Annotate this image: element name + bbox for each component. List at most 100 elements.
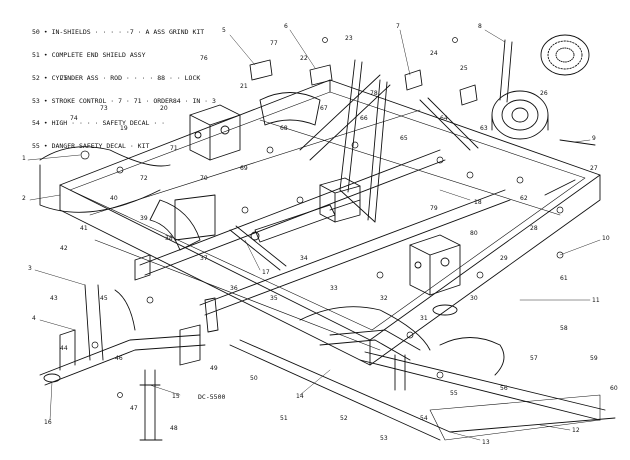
fasteners <box>80 37 564 398</box>
part-callout-66: 66 <box>360 115 368 122</box>
part-callout-29: 29 <box>500 255 508 262</box>
hydraulic-cylinder <box>250 199 361 243</box>
part-callout-58: 58 <box>560 325 568 332</box>
part-callout-75: 75 <box>60 75 68 82</box>
part-callout-52: 52 <box>340 415 348 422</box>
part-callout-22: 22 <box>300 55 308 62</box>
part-callout-23: 23 <box>345 35 353 42</box>
part-callout-42: 42 <box>60 245 68 252</box>
part-callout-79: 79 <box>430 205 438 212</box>
part-callout-9: 9 <box>592 135 596 142</box>
part-callout-65: 65 <box>400 135 408 142</box>
cross-beams <box>89 109 561 316</box>
part-callout-56: 56 <box>500 385 508 392</box>
figure-id: DC-5500 <box>198 393 226 401</box>
legend-line: 51 • COMPLETE END SHIELD ASSY <box>32 50 146 59</box>
part-callout-68: 68 <box>280 125 288 132</box>
part-callout-59: 59 <box>590 355 598 362</box>
part-callout-31: 31 <box>420 315 428 322</box>
center-mast <box>299 59 391 223</box>
part-callout-67: 67 <box>320 105 328 112</box>
part-callout-19: 19 <box>120 125 128 132</box>
part-callout-46: 46 <box>115 355 123 362</box>
part-callout-24: 24 <box>430 50 438 57</box>
part-callout-48: 48 <box>170 425 178 432</box>
part-callout-36: 36 <box>230 285 238 292</box>
part-callout-11: 11 <box>592 297 600 304</box>
part-callout-70: 70 <box>200 175 208 182</box>
part-callout-34: 34 <box>300 255 308 262</box>
pulley-assembly <box>491 90 549 140</box>
part-callout-61: 61 <box>560 275 568 282</box>
part-callout-18: 18 <box>474 199 482 206</box>
part-callout-41: 41 <box>80 225 88 232</box>
part-callout-39: 39 <box>140 215 148 222</box>
legend-line: 50 • IN-SHIELDS · · · · ·7 · A ASS GRIND… <box>32 28 205 37</box>
part-callout-60: 60 <box>610 385 618 392</box>
part-callout-33: 33 <box>330 285 338 292</box>
part-callout-2: 2 <box>22 195 26 202</box>
part-callout-63: 63 <box>480 125 488 132</box>
deck-frame <box>59 79 601 366</box>
part-callout-25: 25 <box>460 65 468 72</box>
part-callout-71: 71 <box>170 145 178 152</box>
center-gearbox <box>319 177 361 223</box>
hitch-tongue <box>39 284 206 386</box>
part-callout-26: 26 <box>540 90 548 97</box>
part-callout-1: 1 <box>22 155 26 162</box>
part-callout-5: 5 <box>222 27 226 34</box>
part-callout-43: 43 <box>50 295 58 302</box>
legend-line: 52 • CYLINDER ASS · ROD · · · · 88 · · L… <box>32 73 201 82</box>
part-callout-53: 53 <box>380 435 388 442</box>
part-callout-14: 14 <box>296 393 304 400</box>
part-callout-6: 6 <box>284 23 288 30</box>
shield-panels <box>39 92 505 376</box>
brackets <box>134 59 478 366</box>
part-callout-30: 30 <box>470 295 478 302</box>
part-callout-12: 12 <box>572 427 580 434</box>
part-callout-7: 7 <box>396 23 400 30</box>
part-callout-80: 80 <box>470 230 478 237</box>
part-callout-16: 16 <box>44 419 52 426</box>
part-callout-57: 57 <box>530 355 538 362</box>
part-callout-74: 74 <box>70 115 78 122</box>
part-callout-44: 44 <box>60 345 68 352</box>
part-callout-35: 35 <box>270 295 278 302</box>
legend-line: 55 • DANGER SAFETY DECAL · KIT <box>32 142 150 151</box>
part-callout-28: 28 <box>530 225 538 232</box>
skid-rails <box>229 339 616 441</box>
part-callout-64: 64 <box>440 115 448 122</box>
part-callout-37: 37 <box>200 255 208 262</box>
part-callout-10: 10 <box>602 235 610 242</box>
leader-lines <box>27 29 601 441</box>
part-callout-54: 54 <box>420 415 428 422</box>
part-callout-50: 50 <box>250 375 258 382</box>
legend-line: 53 • STROKE CONTROL · 7 · 71 · ORDER84 ·… <box>32 96 216 105</box>
right-gearbox <box>409 234 461 316</box>
part-callout-15: 15 <box>172 393 180 400</box>
part-callout-55: 55 <box>450 390 458 397</box>
part-callout-8: 8 <box>478 23 482 30</box>
part-callout-76: 76 <box>200 55 208 62</box>
deck-disc <box>540 34 590 76</box>
part-callout-17: 17 <box>262 269 270 276</box>
part-callout-13: 13 <box>482 439 490 446</box>
linkage-arms <box>229 39 596 391</box>
part-callout-77: 77 <box>270 40 278 47</box>
part-callout-62: 62 <box>520 195 528 202</box>
part-callout-4: 4 <box>32 315 36 322</box>
part-callout-69: 69 <box>240 165 248 172</box>
jack-stand <box>139 369 163 441</box>
part-callout-21: 21 <box>240 83 248 90</box>
part-callout-40: 40 <box>110 195 118 202</box>
part-callout-3: 3 <box>28 265 32 272</box>
part-callout-32: 32 <box>380 295 388 302</box>
part-callout-38: 38 <box>165 235 173 242</box>
parts-legend: 50 • IN-SHIELDS · · · · ·7 · A ASS GRIND… <box>32 14 216 158</box>
legend-line: 54 • HIGH · · · · SAFETY DECAL · · <box>32 119 166 128</box>
part-callout-73: 73 <box>100 105 108 112</box>
part-callout-47: 47 <box>130 405 138 412</box>
part-callout-78: 78 <box>370 90 378 97</box>
part-callout-45: 45 <box>100 295 108 302</box>
